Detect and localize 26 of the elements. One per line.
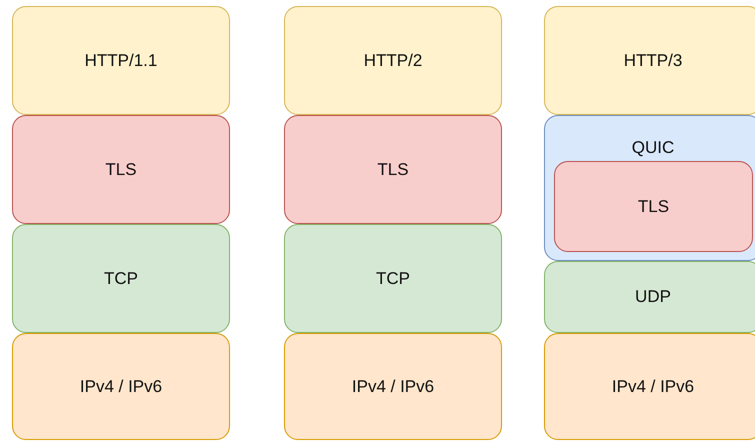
protocol-layer-box	[544, 6, 755, 115]
protocol-layer-box	[554, 161, 753, 252]
protocol-layer-box	[284, 115, 502, 224]
protocol-layer-box	[544, 333, 755, 440]
protocol-layer-box	[544, 115, 755, 261]
layer-label: HTTP/3	[622, 50, 684, 70]
layer-label: IPv4 / IPv6	[350, 376, 436, 396]
layer-label: TCP	[103, 268, 139, 288]
layer-label: UDP	[634, 287, 672, 307]
protocol-layer-box	[12, 115, 230, 224]
protocol-layer-box	[12, 6, 230, 115]
protocol-layer-box	[544, 261, 755, 333]
protocol-layer-box	[284, 333, 502, 440]
layer-label: TCP	[375, 268, 411, 288]
layer-label: TLS	[376, 160, 410, 180]
layer-label: IPv4 / IPv6	[610, 376, 696, 396]
protocol-layer-box	[284, 6, 502, 115]
layer-label: TLS	[636, 196, 670, 216]
protocol-layer-box	[284, 224, 502, 333]
protocol-layer-box	[12, 224, 230, 333]
protocol-layer-box	[12, 333, 230, 440]
layer-label: IPv4 / IPv6	[78, 376, 164, 396]
layer-label: TLS	[104, 160, 138, 180]
layer-label: HTTP/1.1	[84, 50, 158, 70]
layer-label: QUIC	[630, 138, 676, 158]
layer-label: HTTP/2	[362, 50, 424, 70]
